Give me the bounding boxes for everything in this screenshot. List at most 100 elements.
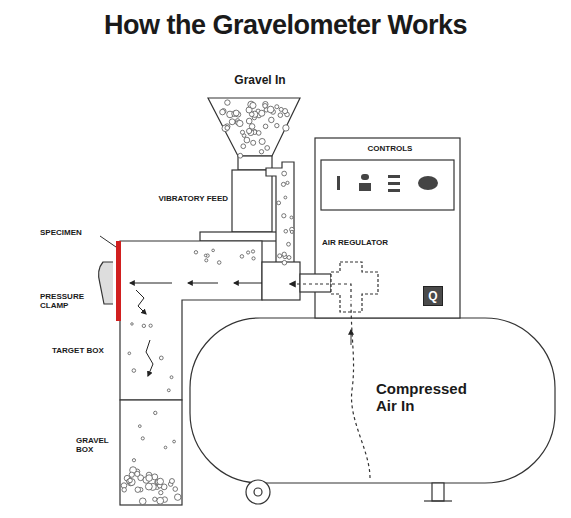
foot (432, 483, 444, 501)
air-flow (318, 284, 351, 298)
gravel-pebble (217, 261, 221, 265)
gravel-pebble (247, 128, 252, 133)
gravel-pebble (284, 229, 288, 233)
gravel-pebble (265, 146, 270, 151)
gravel-pebble (263, 124, 268, 129)
gravel-pebble (128, 479, 135, 486)
gravel-pebble (277, 201, 281, 205)
gravel-pebble (153, 497, 157, 501)
gravel-pebble (240, 255, 244, 259)
gravel-pebble (135, 487, 140, 492)
part-label: GRAVEL BOX (76, 436, 118, 454)
gravel-flow (130, 283, 262, 376)
wheel (246, 480, 270, 504)
hopper (208, 98, 300, 156)
gravel-pebble (282, 214, 286, 218)
gravel-pebble (128, 478, 133, 483)
gravel-pebble (283, 125, 289, 131)
pressure-clamp (99, 262, 113, 304)
logo-badge: Q (423, 286, 443, 306)
part-label: TARGET BOX (52, 346, 116, 355)
part-label: VIBRATORY FEED (158, 194, 228, 203)
gravel-pebble (237, 120, 243, 126)
gravel-pebble (241, 144, 246, 149)
gravel-pebble (139, 498, 146, 505)
gravel-pebble (142, 324, 145, 327)
gravel-pebble (286, 181, 289, 184)
gravel-pebble (263, 104, 268, 109)
gravel-pebble (174, 494, 180, 500)
gravel-pebble (279, 107, 283, 111)
gravel-pebble (287, 242, 291, 246)
air-arrow (351, 330, 352, 345)
gravel-pebble (278, 254, 282, 258)
gravel-box (120, 400, 182, 505)
gravel-pebble (157, 497, 164, 504)
gravel-pebble (259, 150, 263, 154)
inlet-label: Gravel In (222, 74, 298, 88)
vibratory-feed (232, 170, 272, 232)
gravel-pebble (128, 352, 131, 355)
gravel-pebble (170, 376, 173, 379)
gravel-pebble (167, 389, 170, 392)
gravel-pebble (173, 487, 178, 492)
gravel-pebble (267, 106, 274, 113)
wheel-hub (254, 488, 262, 496)
gravel-pebble (284, 196, 287, 199)
gravel-pebble (282, 252, 286, 256)
gravel-pebble (146, 475, 153, 482)
specimen-panel (116, 241, 121, 321)
gravel-pebble (225, 100, 230, 105)
gravel-pebble (275, 105, 279, 109)
title: How the Gravelometer Works (0, 10, 571, 41)
gravel-pebble (247, 251, 250, 254)
gravel-pebble (194, 251, 197, 254)
gravel-pebble (205, 259, 208, 262)
gravel-pebble (204, 254, 207, 257)
gravel-pebble (240, 130, 244, 134)
gravel-pebble (252, 257, 255, 260)
gravel-pebble (281, 182, 285, 186)
nozzle-housing (262, 262, 300, 300)
gravel-pebble (282, 260, 287, 265)
gravel-pebble (233, 110, 239, 116)
gravel-pebble (229, 119, 235, 125)
gravel-pebble (159, 491, 163, 495)
gravel-pebble (220, 109, 226, 115)
air-regulator (331, 262, 378, 312)
gravel-pebble (164, 446, 167, 449)
gravel-pebble (290, 216, 293, 219)
gravel-pebble (129, 472, 134, 477)
gravel-pebble (122, 488, 126, 492)
part-label: SPECIMEN (40, 228, 102, 237)
gravel-pebble (250, 102, 256, 108)
gravel-pebble (225, 126, 230, 131)
foot-base (424, 500, 452, 501)
gravel-pebble (159, 356, 163, 360)
part-label: AIR REGULATOR (322, 238, 388, 247)
gravel-pebble (259, 110, 265, 116)
gravel-pebble (131, 323, 133, 325)
gravel-pebble (173, 440, 176, 443)
gravel-pebble (278, 113, 283, 118)
gravel-pebble (157, 478, 163, 484)
compressor-tank (190, 318, 555, 483)
gravel-pebble (135, 471, 140, 476)
gravel-pebble (132, 459, 135, 462)
gravel-pebble (290, 230, 293, 233)
air-pipe (300, 274, 331, 292)
part-label: PRESSURE CLAMP (40, 292, 98, 310)
gravel-pebble (269, 117, 274, 122)
control-cabinet (315, 138, 460, 318)
gravel-pebble (251, 140, 256, 145)
gravel-pebble (259, 138, 265, 144)
gravel-pebble (141, 437, 144, 440)
target-box (120, 241, 262, 400)
control-panel (321, 160, 454, 210)
gravel-pebble (251, 250, 254, 253)
gravel-pebble (282, 171, 287, 176)
air-flow (351, 300, 370, 478)
gravel-pebble (152, 474, 158, 480)
gravel-pebble (275, 123, 279, 127)
